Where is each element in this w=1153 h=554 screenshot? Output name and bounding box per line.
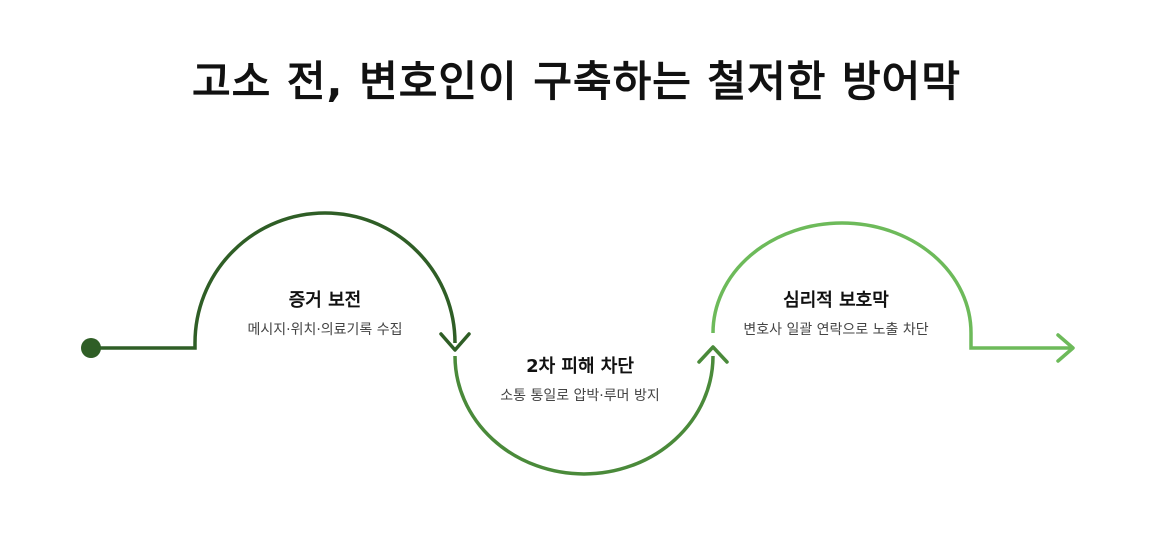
step-psychological-shield: 심리적 보호막 변호사 일괄 연락으로 노출 차단: [736, 286, 936, 340]
arrow-right-icon: [1056, 333, 1075, 363]
step-title: 2차 피해 차단: [526, 356, 634, 377]
flow-segment-3: [711, 221, 1072, 350]
step-evidence-preservation: 증거 보전 메시지·위치·의료기록 수집: [205, 286, 445, 340]
step-description: 변호사 일괄 연락으로 노출 차단: [743, 322, 929, 338]
step-title: 증거 보전: [288, 290, 362, 311]
flow-segment-1: [91, 211, 457, 350]
arrow-down-icon: [439, 332, 471, 352]
step-secondary-harm-block: 2차 피해 차단 소통 통일로 압박·루머 방지: [460, 352, 700, 406]
step-description: 메시지·위치·의료기록 수집: [247, 322, 403, 338]
arrow-up-icon: [697, 345, 729, 364]
step-title: 심리적 보호막: [783, 290, 889, 311]
step-description: 소통 통일로 압박·루머 방지: [500, 388, 660, 404]
page-title: 고소 전, 변호인이 구축하는 철저한 방어막: [192, 57, 961, 106]
flow-segment-2: [453, 355, 715, 476]
